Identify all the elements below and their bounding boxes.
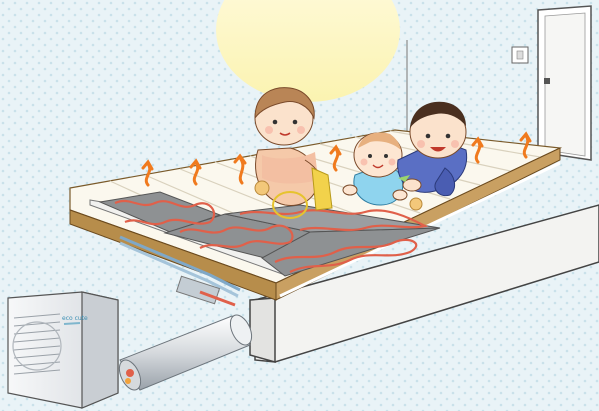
light-switch-icon bbox=[512, 47, 528, 63]
outdoor-unit-logo: eco cute bbox=[62, 315, 88, 322]
door-icon bbox=[538, 6, 591, 160]
heat-pump-outdoor-unit-icon: eco cute bbox=[8, 292, 118, 408]
toy-ball-icon bbox=[410, 198, 422, 210]
toy-ball-icon bbox=[255, 181, 269, 195]
